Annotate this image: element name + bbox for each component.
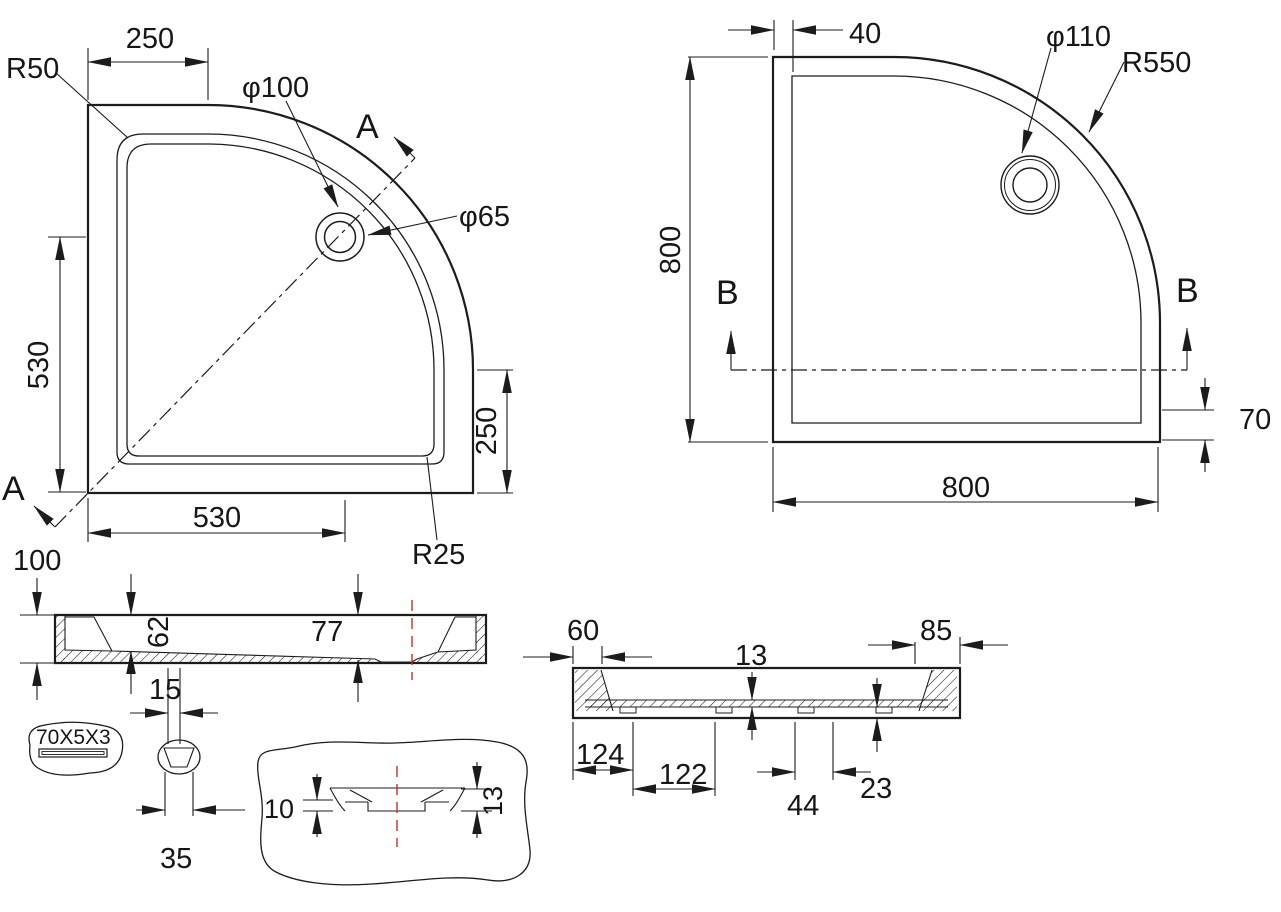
drain-detail-bubble xyxy=(257,738,531,886)
label-dia100: φ100 xyxy=(242,72,309,104)
dim-23: 23 xyxy=(860,773,892,805)
dim-70: 70 xyxy=(1239,404,1271,436)
dim-60: 60 xyxy=(567,615,599,647)
dim-124: 124 xyxy=(576,739,624,771)
leader-dia110 xyxy=(1021,47,1052,154)
dim-250-top: 250 xyxy=(126,23,174,55)
foot-detail-trapezoid xyxy=(163,747,195,768)
aa-basin-profile xyxy=(64,615,477,663)
tray-outer-outline xyxy=(86,103,475,495)
bb-foot-tab-4 xyxy=(875,706,893,714)
ext-lines-800-left xyxy=(688,56,768,443)
bb-outer-outline xyxy=(571,666,962,720)
ext-lines-70 xyxy=(1162,409,1214,441)
note-70x5x3: 70X5X3 xyxy=(36,726,111,749)
section-label-b-left: B xyxy=(716,274,739,312)
dim-13-detail: 13 xyxy=(478,786,508,816)
aa-outer-outline xyxy=(53,613,488,665)
aa-floor-hatch xyxy=(55,650,486,663)
bottom-view-ribs: B B 40 800 800 70 φ110 R550 xyxy=(655,18,1271,512)
note-slot-inner xyxy=(41,751,105,755)
dim-40: 40 xyxy=(849,18,881,50)
tray-rim-inner-line xyxy=(116,133,445,465)
dim-77: 77 xyxy=(311,616,343,648)
drain-boss-hole xyxy=(1012,167,1048,203)
dim-10: 10 xyxy=(264,794,294,824)
ext-lines-60 xyxy=(572,646,603,664)
detail-views: 70X5X3 35 10 13 xyxy=(28,721,531,886)
section-line-a-a xyxy=(54,157,416,528)
dim-100: 100 xyxy=(13,545,61,577)
bb-foot-tab-1 xyxy=(619,706,637,714)
dim-85: 85 xyxy=(920,615,952,647)
ext-lines-530-left xyxy=(48,236,86,493)
ext-lines-15 xyxy=(167,668,181,744)
drain-boss-ring xyxy=(1004,159,1056,211)
section-a-a-view: 100 62 77 15 xyxy=(13,545,488,744)
section-arrow-a-bottom xyxy=(33,505,56,528)
dim-800-bottom: 800 xyxy=(942,472,990,504)
bb-foot-tab-3 xyxy=(797,706,815,714)
leader-r50 xyxy=(55,72,129,139)
tray-floor-edge-line xyxy=(126,143,435,457)
dim-800-left: 800 xyxy=(655,226,687,274)
ext-lines-250-top xyxy=(87,48,209,100)
dim-13: 13 xyxy=(735,640,767,672)
dim-250-right: 250 xyxy=(471,407,503,455)
dim-62: 62 xyxy=(143,616,175,648)
leader-r550 xyxy=(1088,61,1125,133)
dim-530-bottom: 530 xyxy=(193,502,241,534)
dim-44: 44 xyxy=(787,790,819,822)
leader-r25 xyxy=(426,456,438,541)
ext-lines-100 xyxy=(20,614,56,664)
leader-dia65 xyxy=(367,215,458,236)
label-r550: R550 xyxy=(1122,47,1191,79)
leader-dia100 xyxy=(285,100,339,208)
bottom-outer-outline xyxy=(771,55,1162,444)
section-label-b-right: B xyxy=(1176,272,1199,310)
aa-left-wall-hatch xyxy=(55,616,65,660)
section-arrow-a-top xyxy=(393,136,416,159)
aa-right-wall-hatch xyxy=(476,616,486,660)
rib-area-outline xyxy=(791,75,1142,424)
note-bubble-outline xyxy=(28,721,124,776)
dim-122: 122 xyxy=(659,759,707,791)
ext-ticks-10 xyxy=(303,799,333,812)
dim-35: 35 xyxy=(160,843,192,875)
section-label-a-top: A xyxy=(356,108,379,146)
dim-15: 15 xyxy=(149,674,181,706)
section-b-b-view: 60 13 85 23 124 122 44 xyxy=(523,615,1008,822)
drain-inner-circle xyxy=(323,220,357,254)
ext-lines-35 xyxy=(164,772,194,816)
top-view-plan: A A 250 530 530 250 R50 φ100 φ65 R25 xyxy=(2,23,513,571)
bb-floor-lines xyxy=(585,669,948,712)
note-slot-outer xyxy=(38,748,108,758)
label-dia110: φ110 xyxy=(1046,21,1111,53)
bb-foot-tab-2 xyxy=(715,706,733,714)
ext-lines-44 xyxy=(794,722,834,780)
dim-530-left: 530 xyxy=(23,341,55,389)
label-r25: R25 xyxy=(412,539,465,571)
foot-detail-outline xyxy=(157,739,201,775)
label-dia65: φ65 xyxy=(459,201,510,233)
section-label-a-bottom: A xyxy=(2,470,25,508)
ext-lines-40 xyxy=(773,20,794,72)
label-r50: R50 xyxy=(6,53,59,85)
bb-floor-hatch xyxy=(585,700,948,707)
